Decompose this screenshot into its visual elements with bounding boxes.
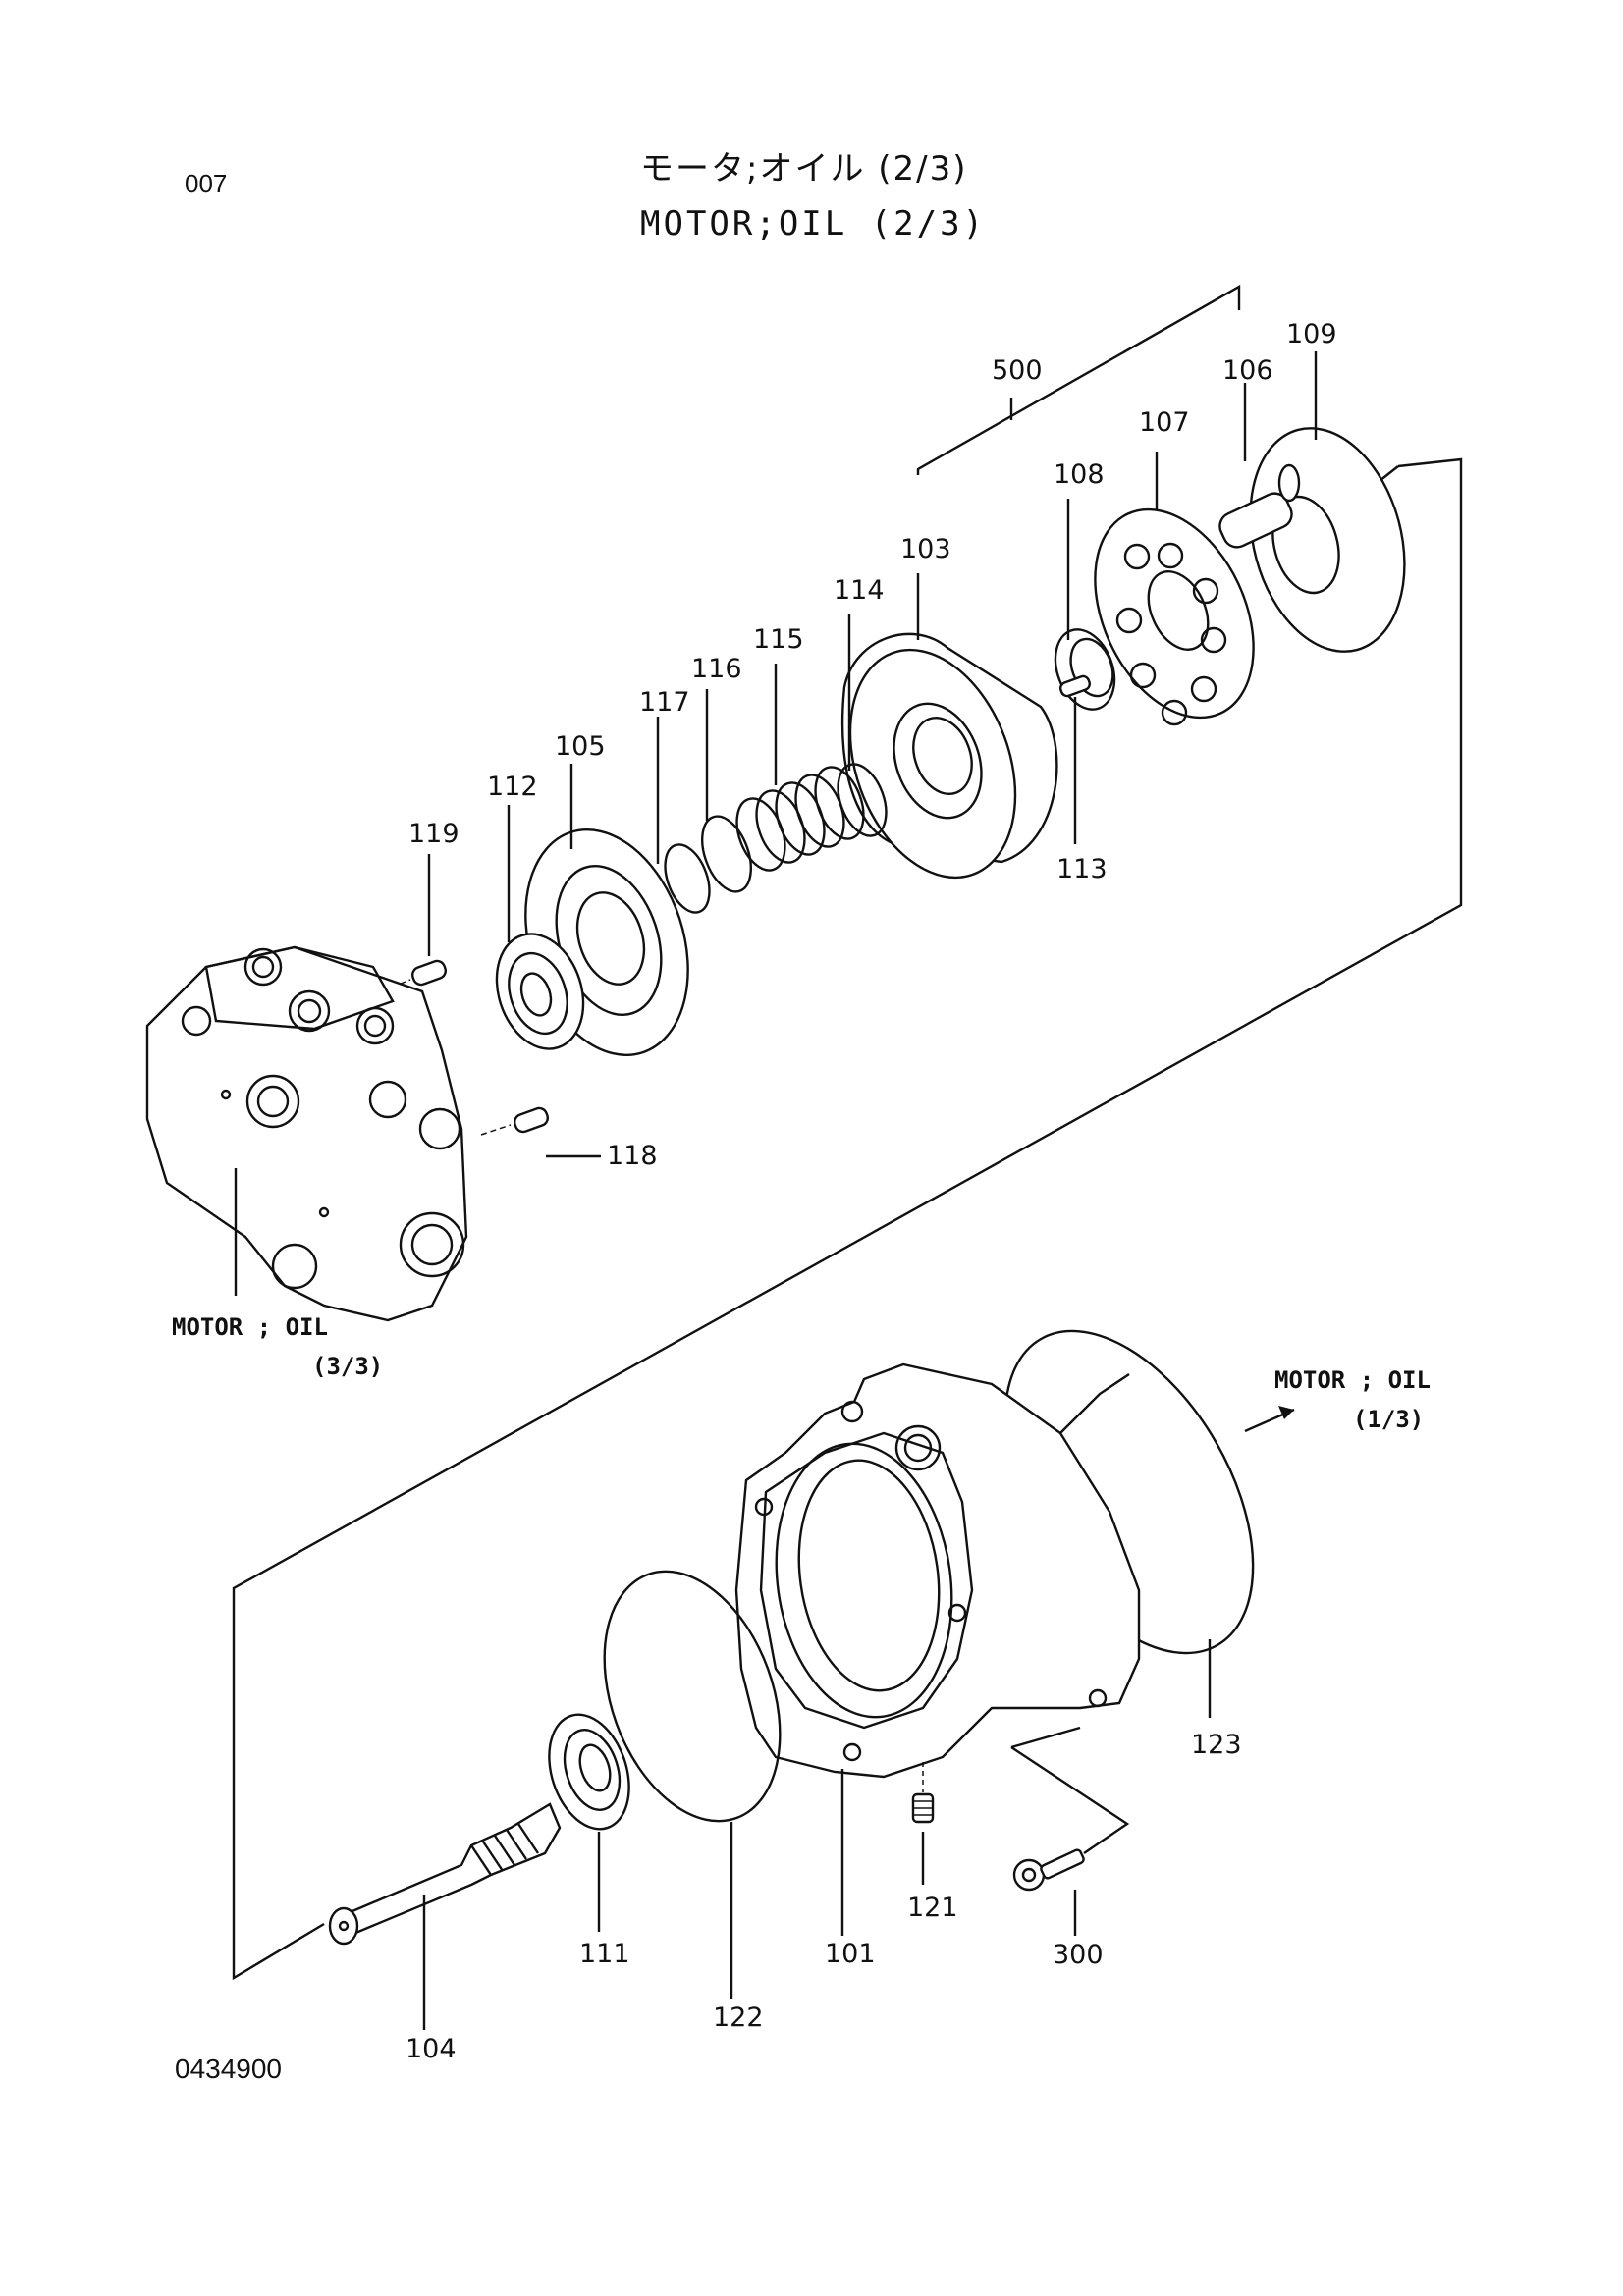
part-label-109: 109	[1286, 319, 1337, 349]
washer-116	[701, 689, 752, 893]
part-label-117: 117	[639, 687, 690, 718]
arrow-to-part-1-3	[1244, 1406, 1295, 1433]
o-ring-122	[603, 1570, 782, 1999]
part-label-300: 300	[1053, 1940, 1104, 1970]
document-code: 0434900	[175, 2054, 283, 2084]
part-label-101: 101	[825, 1939, 876, 1969]
pin-113	[1059, 674, 1091, 844]
pin-119	[390, 854, 447, 988]
part-label-104: 104	[406, 2034, 457, 2064]
part-label-116: 116	[691, 654, 742, 684]
assembly-500-bracket	[916, 284, 1241, 475]
bearing-111	[548, 1713, 630, 1932]
callout-motor-oil-3-3-line2: (3/3)	[312, 1353, 384, 1380]
part-label-123: 123	[1191, 1730, 1242, 1760]
part-label-115: 115	[753, 624, 804, 655]
part-label-103: 103	[900, 534, 951, 564]
callout-motor-oil-1-3-line2: (1/3)	[1353, 1406, 1425, 1433]
bearing-112	[495, 805, 585, 1050]
callout-motor-oil-1-3-line1: MOTOR ; OIL	[1274, 1366, 1431, 1394]
title-english: MOTOR;OIL (2/3)	[640, 204, 987, 243]
valve-housing	[145, 945, 468, 1322]
bolt-300	[1010, 1745, 1130, 1936]
shaft-104	[328, 1802, 562, 2030]
snap-ring-117	[656, 717, 711, 914]
part-label-112: 112	[487, 772, 538, 802]
part-label-114: 114	[834, 575, 885, 606]
part-label-119: 119	[408, 819, 460, 849]
part-label-105: 105	[555, 731, 606, 762]
part-label-108: 108	[1054, 459, 1105, 490]
cylinder-block-103	[840, 573, 1058, 880]
part-label-113: 113	[1056, 854, 1108, 884]
plug-121	[911, 1762, 935, 1885]
part-label-500: 500	[992, 355, 1043, 386]
assembly-boundary	[232, 457, 1463, 1981]
pin-118	[480, 1106, 601, 1158]
part-label-121: 121	[907, 1893, 958, 1923]
page-number: 007	[185, 169, 228, 198]
motor-housing-101	[734, 1362, 1141, 1936]
part-label-111: 111	[579, 1939, 630, 1969]
spring-115	[735, 664, 865, 872]
part-label-107: 107	[1139, 407, 1190, 438]
part-label-106: 106	[1222, 355, 1273, 386]
valve-plate-109	[1218, 351, 1406, 653]
retainer-plate-107	[1094, 452, 1255, 726]
title-japanese: モータ;オイル (2/3)	[640, 149, 968, 188]
part-label-122: 122	[713, 2002, 764, 2033]
part-label-118: 118	[607, 1141, 658, 1171]
callout-motor-oil-3-3-line1: MOTOR ; OIL	[172, 1313, 328, 1341]
